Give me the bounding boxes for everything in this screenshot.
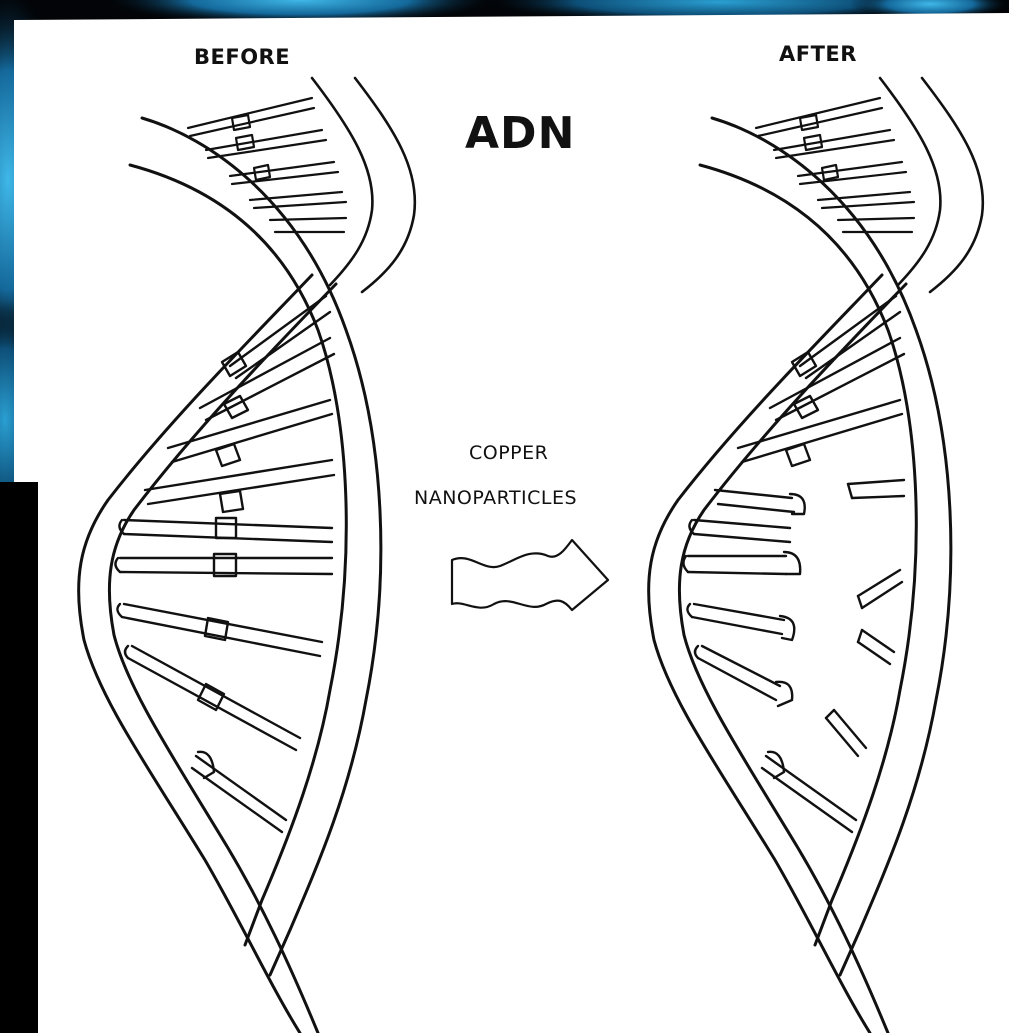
caption-line-1: COPPER <box>469 442 548 464</box>
after-label: AFTER <box>779 42 857 66</box>
before-label: BEFORE <box>194 45 290 69</box>
white-panel <box>0 13 1009 1033</box>
caption-line-2: NANOPARTICLES <box>414 487 577 509</box>
diagram-title: ADN <box>465 108 575 159</box>
